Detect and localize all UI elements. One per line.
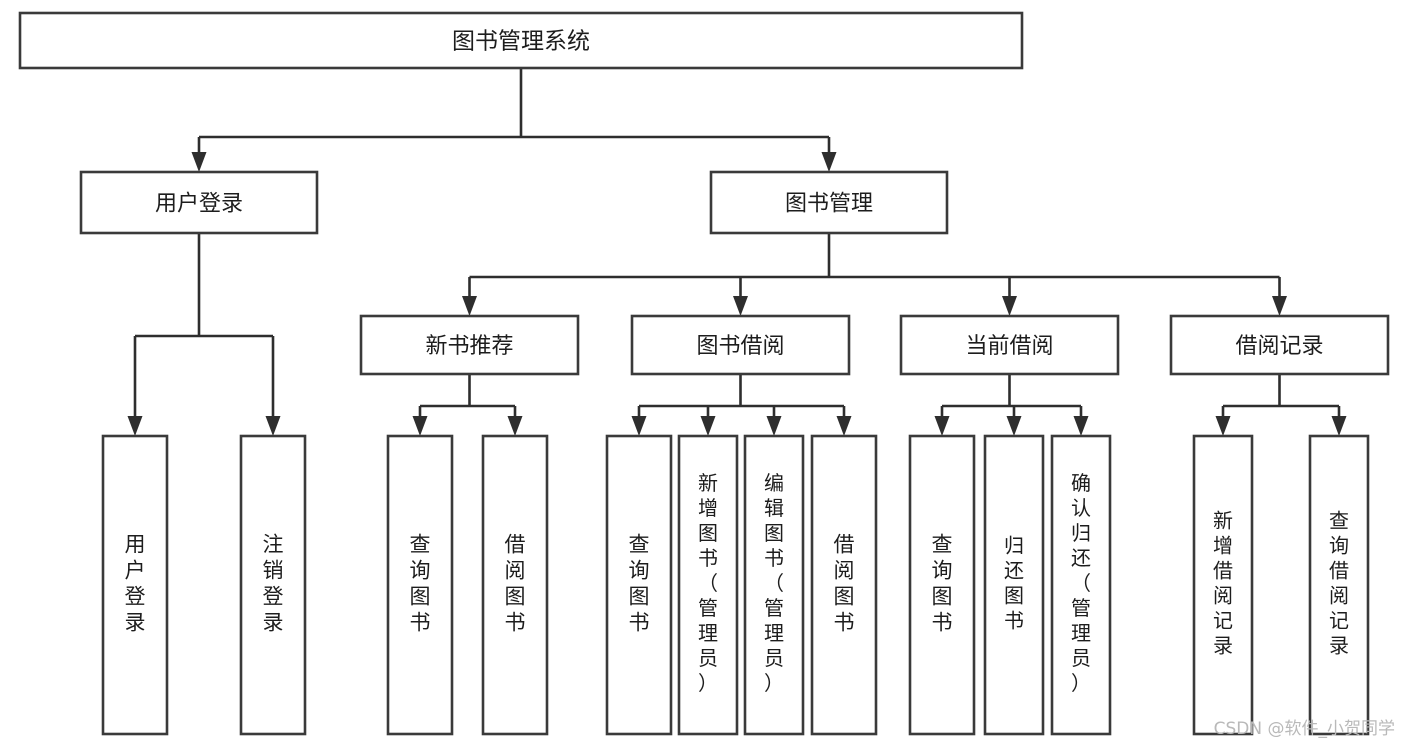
node-new-book-recommend[interactable]: 新书推荐 <box>359 314 580 376</box>
node-box-borrow-record <box>1169 314 1390 376</box>
node-leaf-user-login[interactable]: 用户登录 <box>101 434 169 736</box>
node-label-book-manage: 图书管理 <box>785 192 873 217</box>
node-label-leaf-borrow-book-rec: 借阅图书 <box>505 532 526 634</box>
node-box-leaf-edit-book <box>743 434 805 736</box>
node-leaf-add-book[interactable]: 新增图书（管理员） <box>677 434 739 736</box>
node-box-leaf-user-login <box>101 434 169 736</box>
node-box-leaf-query-record <box>1308 434 1370 736</box>
node-borrow-record[interactable]: 借阅记录 <box>1169 314 1390 376</box>
node-leaf-borrow-book[interactable]: 借阅图书 <box>810 434 878 736</box>
node-label-borrow-record: 借阅记录 <box>1235 334 1323 359</box>
node-leaf-query-book-current[interactable]: 查询图书 <box>908 434 976 736</box>
node-leaf-user-logout[interactable]: 注销登录 <box>239 434 307 736</box>
node-book-manage[interactable]: 图书管理 <box>709 170 949 235</box>
node-leaf-add-record[interactable]: 新增借阅记录 <box>1192 434 1254 736</box>
node-box-leaf-add-record <box>1192 434 1254 736</box>
node-label-leaf-query-book-current: 查询图书 <box>932 532 953 634</box>
node-box-leaf-return-book <box>983 434 1045 736</box>
node-box-current-borrow <box>899 314 1120 376</box>
node-label-leaf-borrow-book: 借阅图书 <box>834 532 855 634</box>
connector-record-to-leaves <box>1215 374 1347 436</box>
node-box-root <box>18 11 1024 70</box>
node-box-leaf-add-book <box>677 434 739 736</box>
node-label-leaf-add-record: 新增借阅记录 <box>1213 509 1233 658</box>
node-label-leaf-query-record: 查询借阅记录 <box>1329 509 1349 658</box>
connector-rec-to-leaves <box>412 374 523 436</box>
node-label-leaf-query-book-rec: 查询图书 <box>410 532 431 634</box>
node-label-leaf-query-book-borrow: 查询图书 <box>629 532 650 634</box>
node-current-borrow[interactable]: 当前借阅 <box>899 314 1120 376</box>
node-box-leaf-borrow-book <box>810 434 878 736</box>
connector-bookmanage-to-level3 <box>462 233 1287 316</box>
node-box-leaf-user-logout <box>239 434 307 736</box>
node-box-book-borrow <box>630 314 851 376</box>
node-leaf-borrow-book-rec[interactable]: 借阅图书 <box>481 434 549 736</box>
node-label-leaf-add-book: 新增图书（管理员） <box>698 471 718 695</box>
node-box-leaf-query-book-current <box>908 434 976 736</box>
node-layer: 图书管理系统用户登录图书管理新书推荐图书借阅当前借阅借阅记录用户登录注销登录查询… <box>18 11 1390 736</box>
node-box-book-manage <box>709 170 949 235</box>
node-label-leaf-confirm-return: 确认归还（管理员） <box>1071 471 1091 695</box>
node-label-leaf-user-login: 用户登录 <box>125 532 146 634</box>
node-box-leaf-borrow-book-rec <box>481 434 549 736</box>
node-leaf-confirm-return[interactable]: 确认归还（管理员） <box>1050 434 1112 736</box>
node-label-leaf-return-book: 归还图书 <box>1004 534 1024 633</box>
node-box-new-book-recommend <box>359 314 580 376</box>
connector-layer <box>127 68 1347 436</box>
node-root[interactable]: 图书管理系统 <box>18 11 1024 70</box>
node-user-login[interactable]: 用户登录 <box>79 170 319 235</box>
node-label-current-borrow: 当前借阅 <box>965 334 1053 359</box>
node-label-new-book-recommend: 新书推荐 <box>425 334 513 359</box>
node-box-leaf-query-book-borrow <box>605 434 673 736</box>
connector-current-to-leaves <box>934 374 1089 436</box>
connector-root-to-level2 <box>191 68 837 172</box>
node-label-book-borrow: 图书借阅 <box>696 334 784 359</box>
connector-borrow-to-leaves <box>631 374 852 436</box>
node-leaf-query-book-rec[interactable]: 查询图书 <box>386 434 454 736</box>
node-box-leaf-query-book-rec <box>386 434 454 736</box>
node-leaf-return-book[interactable]: 归还图书 <box>983 434 1045 736</box>
node-leaf-query-book-borrow[interactable]: 查询图书 <box>605 434 673 736</box>
node-book-borrow[interactable]: 图书借阅 <box>630 314 851 376</box>
node-leaf-query-record[interactable]: 查询借阅记录 <box>1308 434 1370 736</box>
node-label-leaf-user-logout: 注销登录 <box>263 532 284 634</box>
node-label-user-login: 用户登录 <box>155 192 243 217</box>
node-box-leaf-confirm-return <box>1050 434 1112 736</box>
node-box-user-login <box>79 170 319 235</box>
node-leaf-edit-book[interactable]: 编辑图书（管理员） <box>743 434 805 736</box>
node-label-root: 图书管理系统 <box>452 29 590 55</box>
node-label-leaf-edit-book: 编辑图书（管理员） <box>764 471 784 695</box>
connector-userlogin-to-leaves <box>127 233 281 436</box>
